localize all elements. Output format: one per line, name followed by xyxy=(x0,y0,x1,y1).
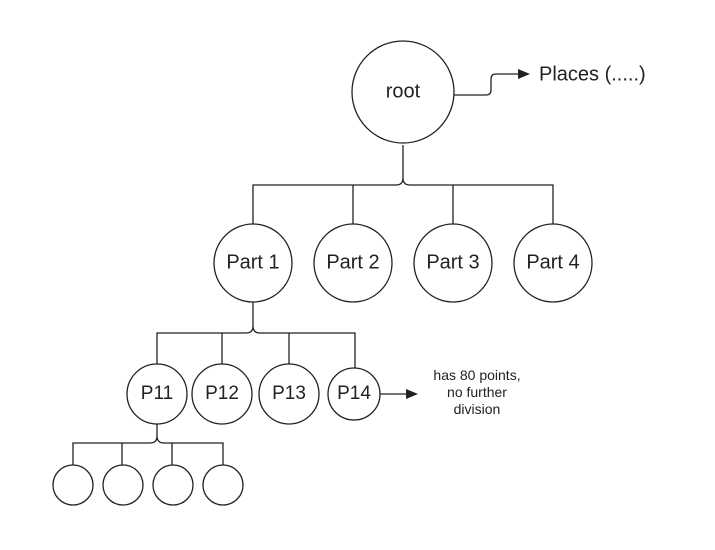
node-p12: P12 xyxy=(191,363,253,425)
edge-p11-to-leaves xyxy=(72,424,224,466)
node-part-3: Part 3 xyxy=(413,223,493,303)
root-label: root xyxy=(386,80,421,102)
arrowhead-places xyxy=(518,69,530,79)
edge-part1-to-p1x xyxy=(156,302,356,370)
node-part-2: Part 2 xyxy=(313,223,393,303)
arrowhead-note xyxy=(406,389,418,399)
leaf-node-3 xyxy=(152,464,194,506)
node-part-1: Part 1 xyxy=(213,223,293,303)
places-label: Places (.....) xyxy=(539,63,646,85)
edge-root-to-places xyxy=(453,73,520,96)
node-p14: P14 xyxy=(327,367,381,421)
p12-label: P12 xyxy=(205,383,239,404)
part-3-label: Part 3 xyxy=(426,251,479,273)
p13-label: P13 xyxy=(272,383,306,404)
p11-label: P11 xyxy=(141,383,173,404)
p14-note-line-2: no further xyxy=(447,384,507,400)
p14-label: P14 xyxy=(337,383,371,404)
part-2-label: Part 2 xyxy=(326,251,379,273)
node-part-4: Part 4 xyxy=(513,223,593,303)
root-node: root xyxy=(351,40,455,144)
p14-note-line-3: division xyxy=(454,401,501,417)
node-p13: P13 xyxy=(258,363,320,425)
leaf-node-1 xyxy=(52,464,94,506)
node-p11: P11 xyxy=(126,363,188,425)
part-4-label: Part 4 xyxy=(526,251,579,273)
leaf-node-4 xyxy=(202,464,244,506)
p14-note-line-1: has 80 points, xyxy=(433,367,520,383)
leaf-node-2 xyxy=(102,464,144,506)
part-1-label: Part 1 xyxy=(226,251,279,273)
edge-root-to-parts xyxy=(252,145,554,225)
